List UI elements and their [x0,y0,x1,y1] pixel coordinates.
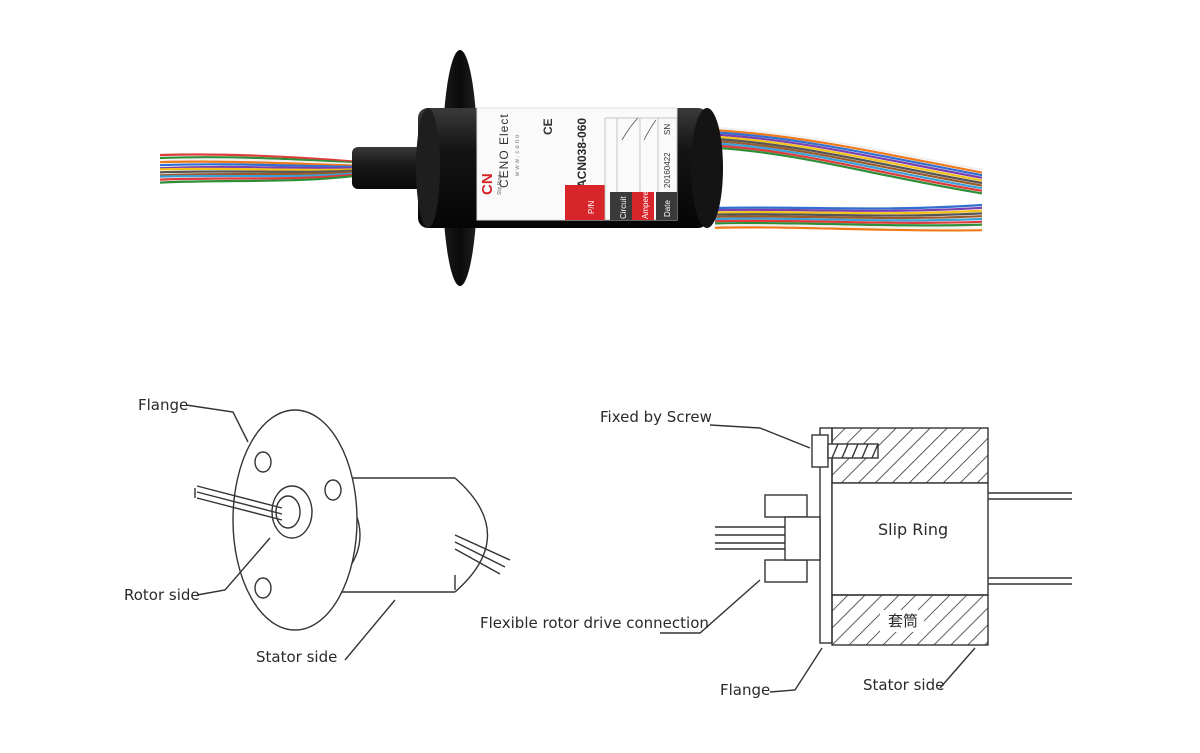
wire [714,140,983,187]
date-value: 20160422 [663,152,672,188]
wire [159,174,361,184]
wire [714,226,983,232]
mount-hole [254,451,272,473]
body-end-cap [691,108,723,228]
wire [159,171,361,178]
wire [714,221,983,227]
wire [714,209,983,215]
wire [159,172,361,181]
wire [714,203,983,210]
wire [714,219,983,224]
wire [159,169,361,174]
perspective-diagram [185,404,511,661]
circuit-label: Circuit [619,196,628,219]
product-label-sticker: CN Slip Ring CENO Elect www.ceno CE ACN0… [476,107,678,221]
wire [159,153,361,164]
wire [159,170,361,177]
flange-label: Flange [138,396,188,414]
screw-shaft [827,443,879,459]
wire [714,126,983,172]
date-label: Date [663,200,672,217]
wire [714,131,983,177]
wire [714,129,983,174]
flange-leader-section [769,647,823,693]
stator-side-label: Stator side [256,648,337,666]
drive-block-top [764,494,808,518]
wire [714,137,983,185]
wire [714,217,983,222]
pn-cell [565,185,605,220]
pn-label: P/N [587,200,596,214]
wire [159,160,361,167]
stator-wires [454,534,511,590]
mount-hole [254,577,272,599]
stator-side-label-section: Stator side [863,676,944,694]
brand-name: CENO Elect [497,113,511,188]
wire [159,156,361,165]
flange-outline [232,409,358,631]
logo-mark: CN [479,173,496,195]
stator-wires-out [988,492,1072,585]
section-diagram [660,424,1072,693]
rotor-side-label: Rotor side [124,586,200,604]
wire [714,224,983,229]
slip-ring-label: Slip Ring [878,520,948,539]
product-photo: CN Slip Ring CENO Elect www.ceno CE ACN0… [159,50,983,286]
stator-leader-section [939,647,976,689]
wire [714,215,983,220]
wire [714,142,983,190]
flexible-drive-label: Flexible rotor drive connection [480,614,709,632]
drive-leader [660,579,761,634]
wire [714,135,983,182]
screw-leader [709,424,811,449]
brand-website: www.ceno [515,133,521,177]
drive-block-bottom [764,559,808,583]
mount-hole [324,479,342,501]
wire [714,144,983,192]
housing-label: 套筒 [888,612,918,630]
rotor-shaft [352,147,427,189]
wire [714,212,983,217]
wire [159,158,361,166]
screw-head [811,434,829,468]
flange-leader [185,404,249,443]
fixed-by-screw-label: Fixed by Screw [600,408,712,426]
rotor-wires-in [715,526,785,550]
rotor-wires [194,485,283,521]
wire [159,167,361,171]
sn-label: SN [663,124,672,135]
ce-mark: CE [541,118,555,135]
ampere-label: Ampere [641,190,650,219]
rotor-wire-bundle [159,153,361,184]
wire [714,146,983,195]
flange-label-section: Flange [720,681,770,699]
wire [159,163,361,168]
wire [159,165,361,170]
signature-mark [621,117,657,141]
stator-side-leader [344,599,396,661]
logo-subtitle: Slip Ring [497,175,503,195]
wire [714,133,983,179]
rotor-side-leader [196,537,271,596]
slip-ring-body-section [831,482,989,596]
wire [714,206,983,212]
model-number: ACN038-060 [575,118,589,188]
stator-wire-bundle [714,126,983,232]
drive-hub [784,516,821,561]
